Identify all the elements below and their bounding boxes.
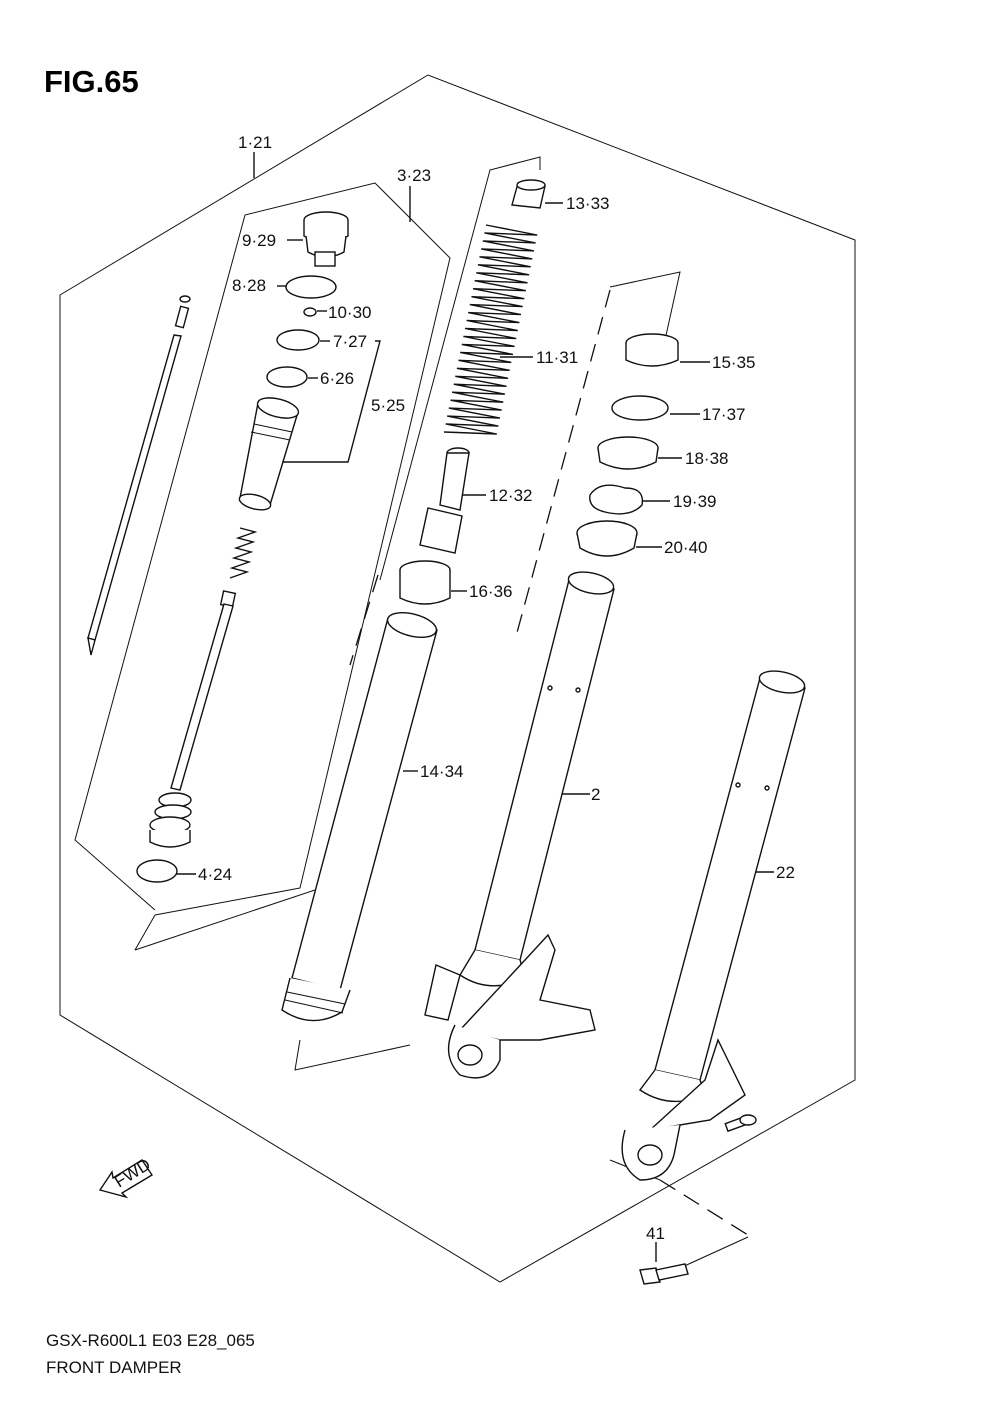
small-spring-part [229, 527, 258, 579]
stopper-ring-19 [589, 484, 644, 515]
forward-direction-arrow-icon: FWD [98, 1155, 154, 1199]
figure-title: FIG.65 [44, 64, 139, 99]
nut-10 [303, 307, 317, 317]
spring-guide-part [511, 179, 546, 209]
dust-seal-20 [576, 520, 638, 557]
callout-8-28: 8·28 [232, 276, 266, 295]
bleed-bolt-part [724, 1114, 757, 1133]
callout-3-23: 3·23 [397, 166, 431, 185]
damper-rod [87, 295, 191, 656]
callout-7-27: 7·27 [333, 332, 367, 351]
callout-9-29: 9·29 [242, 231, 276, 250]
o-ring-8 [285, 275, 337, 299]
spacer-collar-part [419, 447, 470, 554]
o-ring-6 [266, 366, 308, 388]
inner-tube-part [281, 612, 438, 1022]
callout-13-33: 13·33 [566, 194, 609, 213]
washer-17 [611, 395, 669, 421]
callout-18-38: 18·38 [685, 449, 728, 468]
pinch-bolt-41-part [639, 1263, 689, 1285]
bushing-15 [625, 333, 679, 367]
callout-15-35: 15·35 [712, 353, 755, 372]
inner-rod-part [170, 590, 237, 791]
cartridge-group-boundary [74, 182, 451, 916]
callout-17-37: 17·37 [702, 405, 745, 424]
callout-2: 2 [591, 785, 600, 804]
outer-assembly-boundary [59, 74, 856, 1283]
outer-tube-2-part [424, 571, 615, 1079]
callout-11-31: 11·31 [536, 348, 578, 367]
callout-6-26: 6·26 [320, 369, 354, 388]
callout-14-34: 14·34 [420, 762, 463, 781]
oil-seal-18 [597, 436, 659, 470]
callout-12-32: 12·32 [489, 486, 532, 505]
callout-5-25: 5·25 [371, 396, 405, 415]
model-code-caption: GSX-R600L1 E03 E28_065 [46, 1331, 255, 1350]
o-ring-7 [276, 329, 320, 351]
callout-1-21: 1·21 [238, 133, 272, 152]
callout-20-40: 20·40 [664, 538, 707, 557]
figure-name-caption: FRONT DAMPER [46, 1358, 182, 1377]
bushing-16 [399, 560, 451, 605]
callout-16-36: 16·36 [469, 582, 512, 601]
callout-10-30: 10·30 [328, 303, 371, 322]
callout-22: 22 [776, 863, 795, 882]
callout-41: 41 [646, 1224, 665, 1243]
outer-tube-22-part [621, 670, 806, 1181]
fork-spring-part [443, 224, 538, 435]
callout-labels: 1·21 3·23 9·29 8·28 10·30 7·27 6·26 5·25… [198, 133, 795, 1243]
cap-bolt-part [303, 211, 349, 267]
callout-4-24: 4·24 [198, 865, 232, 884]
cartridge-cylinder-part [238, 397, 300, 511]
callout-19-39: 19·39 [673, 492, 716, 511]
valve-assembly-part [149, 792, 192, 848]
ring-4 [136, 859, 178, 883]
leader-lines [175, 152, 774, 1262]
